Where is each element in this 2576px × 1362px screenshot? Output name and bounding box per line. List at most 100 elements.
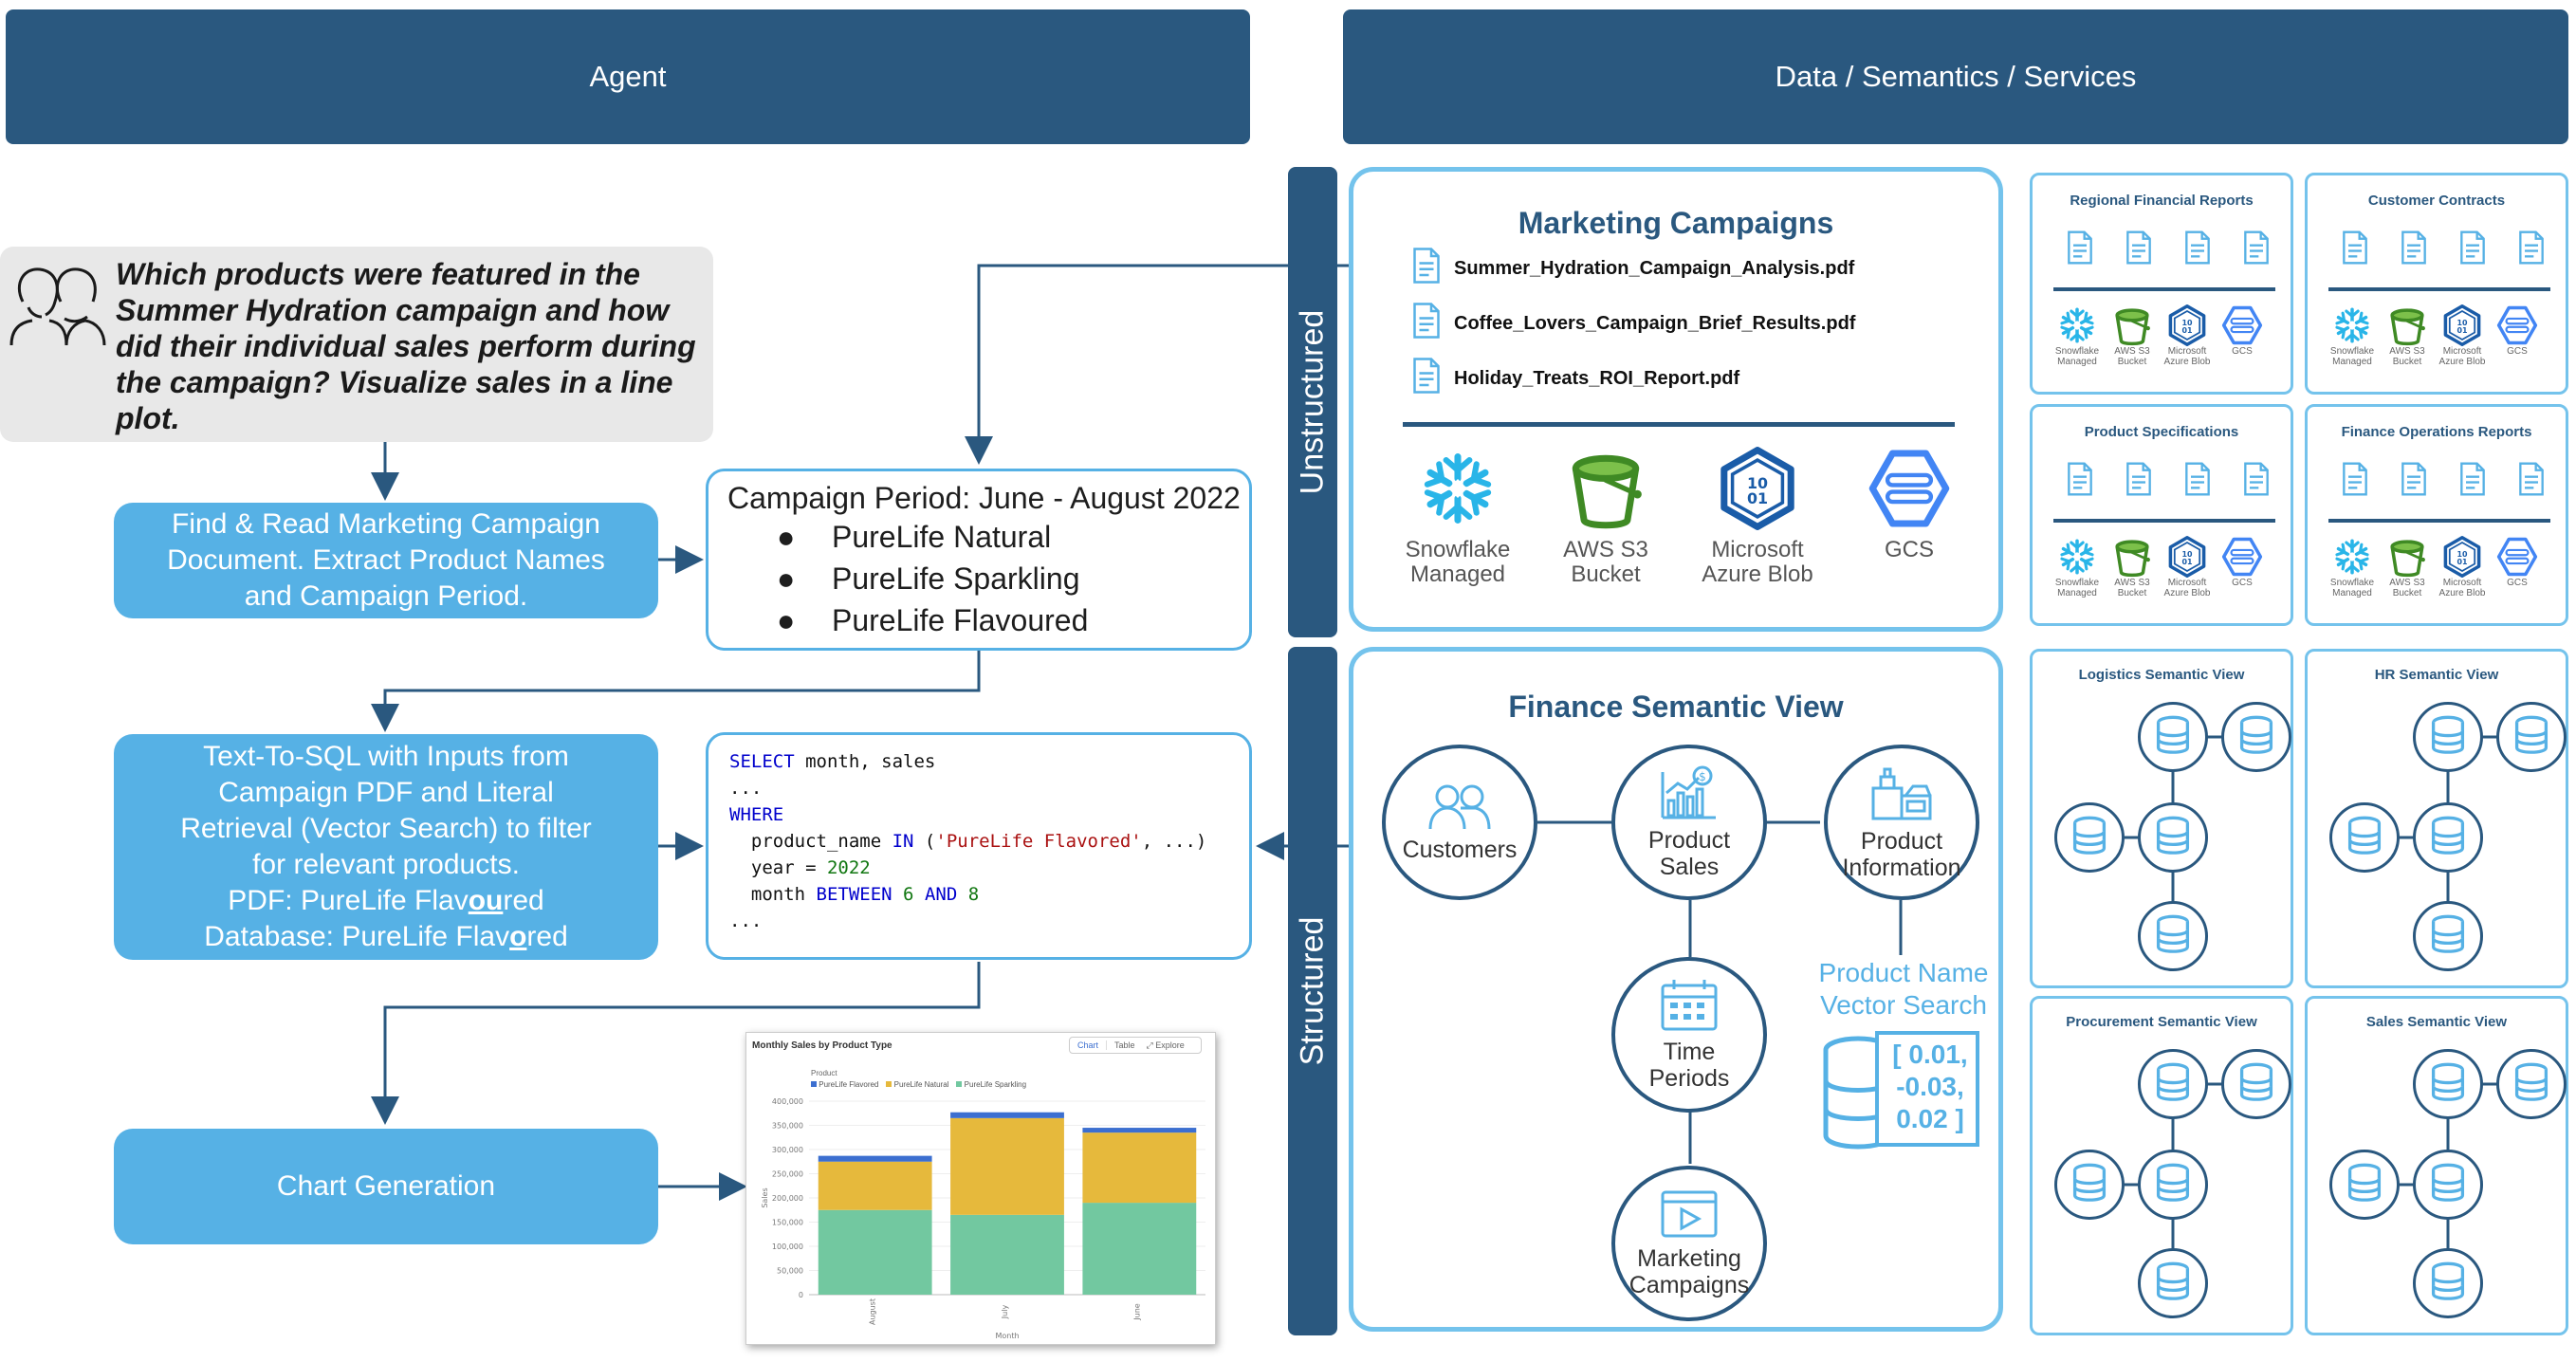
s3-bucket-icon [2380,304,2435,346]
x-tick-label: August [869,1298,877,1325]
user-question: Which products were featured in the Summ… [0,247,713,442]
find-read-label: Find & Read Marketing Campaign Document.… [167,508,605,612]
database-node[interactable] [2138,702,2208,772]
sql-line: ... [729,911,763,931]
tab-table[interactable]: Table [1114,1040,1135,1050]
database-node[interactable] [2413,802,2483,873]
database-node[interactable] [2054,1150,2125,1220]
hr-semantic-panel: HR Semantic View [2305,649,2568,988]
agent-banner: Agent [6,9,1250,144]
procurement-semantic-panel: Procurement Semantic View [2030,996,2293,1335]
users-icon [9,267,106,346]
arrow-query-to-chart [371,962,981,1125]
document-icon [1412,358,1441,399]
document-icon [2459,230,2486,269]
database-icon [2069,815,2110,861]
database-node[interactable] [2496,702,2567,772]
database-node[interactable] [2496,1049,2567,1119]
storage-item: GCS [1843,447,1976,562]
database-node[interactable] [2329,802,2400,873]
database-node[interactable] [2138,901,2208,971]
database-node[interactable] [2138,1150,2208,1220]
unstructured-label: Unstructured [1294,309,1331,495]
product-information-node[interactable]: Product Information [1824,745,1979,900]
y-tick-label: 250,000 [772,1170,803,1179]
s3-bucket-icon [2105,304,2160,346]
database-icon [2344,1162,2385,1208]
divider [2328,287,2550,291]
y-tick-label: 300,000 [772,1146,803,1154]
structured-label: Structured [1294,916,1331,1066]
database-icon [2069,1162,2110,1208]
database-icon [2152,1162,2194,1208]
database-node[interactable] [2413,1049,2483,1119]
database-node[interactable] [2329,1150,2400,1220]
time-periods-node[interactable]: Time Periods [1611,957,1767,1113]
sql-line: WHERE [729,804,784,825]
storage-item: Snowflake Managed [1391,447,1524,587]
database-icon [2152,815,2194,861]
divider [2053,287,2275,291]
document-icon [2125,230,2152,269]
campaign-output-box: Campaign Period: June - August 2022 ●Pur… [706,469,1252,651]
database-node[interactable] [2221,1049,2291,1119]
y-tick-label: 400,000 [772,1097,803,1106]
database-node[interactable] [2221,702,2291,772]
y-tick-label: 100,000 [772,1242,803,1251]
document-icon [1412,248,1441,289]
marketing-campaigns-panel: Marketing Campaigns Summer_Hydration_Cam… [1349,167,2003,632]
bar-segment [818,1155,932,1162]
product-sales-node[interactable]: $ Product Sales [1611,745,1767,900]
database-node[interactable] [2138,1049,2208,1119]
database-icon [2427,1162,2469,1208]
database-node[interactable] [2138,802,2208,873]
sales-semantic-panel: Sales Semantic View [2305,996,2568,1335]
database-node[interactable] [2054,802,2125,873]
finance-links [1537,820,1903,1164]
customers-node[interactable]: Customers [1382,745,1537,900]
mini-panel-title: Logistics Semantic View [2078,667,2245,683]
database-node[interactable] [2413,702,2483,772]
database-icon [2344,815,2385,861]
file-item[interactable]: Holiday_Treats_ROI_Report.pdf [1412,358,1855,399]
document-icon [2184,462,2211,501]
legend-title: Product [811,1069,837,1077]
database-node[interactable] [2138,1248,2208,1318]
database-node[interactable] [2413,901,2483,971]
divider [2053,519,2275,523]
divider [2328,519,2550,523]
tab-chart[interactable]: Chart [1070,1040,1108,1050]
file-item[interactable]: Coffee_Lovers_Campaign_Brief_Results.pdf [1412,303,1855,344]
thumb-title: Monthly Sales by Product Type [752,1040,892,1051]
mini-panel-title: Sales Semantic View [2365,1014,2508,1030]
y-tick-label: 200,000 [772,1194,803,1203]
file-item[interactable]: Summer_Hydration_Campaign_Analysis.pdf [1412,248,1855,289]
explore-button[interactable]: ⤢ Explore [1146,1040,1185,1050]
svg-text:10: 10 [2181,319,2193,327]
document-icon [2342,462,2368,501]
database-node[interactable] [2413,1150,2483,1220]
gcs-icon [2490,304,2545,346]
database-icon [2427,714,2469,761]
s3-bucket-icon [2380,536,2435,578]
x-tick-label: June [1132,1303,1141,1321]
storage-item: GCS [2490,304,2545,357]
db-spelling: Database: PureLife Flavored [204,921,568,952]
question-text: Which products were featured in the Summ… [116,257,696,435]
marketing-campaigns-node[interactable]: Marketing Campaigns [1611,1166,1767,1321]
sql-query-box: SELECT month, sales ... WHERE product_na… [706,732,1252,960]
bar-segment [818,1209,932,1295]
gcs-icon [2215,304,2270,346]
database-node[interactable] [2413,1248,2483,1318]
svg-text:01: 01 [2181,326,2192,335]
database-icon [2427,1061,2469,1108]
gcs-icon [2215,536,2270,578]
